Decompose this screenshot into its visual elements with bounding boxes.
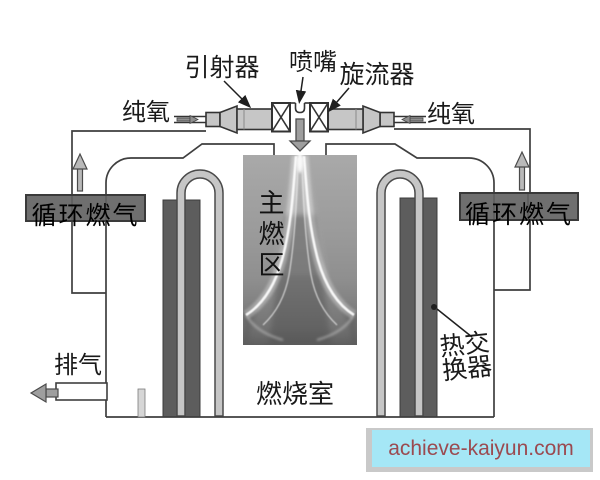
main-combustion-zone-label: 主燃区 bbox=[255, 189, 284, 282]
nozzle-pointer-arrow bbox=[295, 76, 307, 104]
heat-exchanger-pointer-dot bbox=[431, 304, 437, 310]
exhaust-pipe bbox=[29, 382, 146, 418]
up-arrow-icon-left bbox=[72, 152, 88, 192]
exhaust-flow-arrow-icon bbox=[29, 382, 59, 404]
recirculated-gas-box-right bbox=[459, 192, 579, 221]
label-pointers bbox=[223, 76, 473, 338]
swirler-label: 旋流器 bbox=[339, 62, 415, 89]
oxygen-arrow-left-icon bbox=[176, 114, 199, 125]
swirler-box-right bbox=[309, 102, 329, 133]
exhaust-label: 排气 bbox=[54, 353, 102, 379]
pure-oxygen-label-left: 纯氧 bbox=[122, 100, 170, 126]
u-tube-left bbox=[176, 169, 224, 417]
pure-oxygen-label-right: 纯氧 bbox=[427, 102, 475, 128]
flame-contour-graphic bbox=[243, 155, 357, 345]
heat-exchanger-pointer-line bbox=[436, 308, 473, 338]
swirler-box-left bbox=[271, 102, 291, 133]
up-arrow-icon-right bbox=[514, 150, 530, 191]
combustion-chamber-label: 燃烧室 bbox=[255, 380, 335, 409]
u-tube-right bbox=[376, 169, 424, 417]
ejector-label: 引射器 bbox=[184, 55, 260, 82]
main-combustion-zone-image: 主燃区 bbox=[243, 155, 357, 345]
ejector-left bbox=[205, 104, 273, 135]
oxygen-pipe-right bbox=[394, 114, 426, 125]
down-arrow-icon bbox=[288, 118, 312, 152]
oxygen-pipe-left bbox=[174, 114, 206, 125]
nozzle-center bbox=[290, 102, 310, 114]
ejector-right bbox=[327, 104, 395, 135]
nozzle-label: 喷嘴 bbox=[289, 50, 337, 76]
recirculated-gas-box-left bbox=[25, 194, 146, 222]
burner-assembly bbox=[174, 102, 426, 135]
watermark: achieve-kaiyun.com bbox=[366, 428, 593, 472]
heat-exchanger-label: 热交 换器 bbox=[436, 330, 497, 386]
swirler-pointer-arrow bbox=[328, 87, 350, 113]
oxygen-arrow-right-icon bbox=[401, 114, 424, 125]
heat-exchanger-label-line2: 换器 bbox=[440, 353, 494, 386]
watermark-text: achieve-kaiyun.com bbox=[372, 430, 590, 467]
recirculated-gas-label-left: 循环燃气 bbox=[31, 203, 140, 230]
exhaust-baffle bbox=[137, 388, 146, 418]
recirculated-gas-label-right: 循环燃气 bbox=[464, 202, 573, 229]
ejector-pointer-arrow bbox=[223, 80, 252, 109]
